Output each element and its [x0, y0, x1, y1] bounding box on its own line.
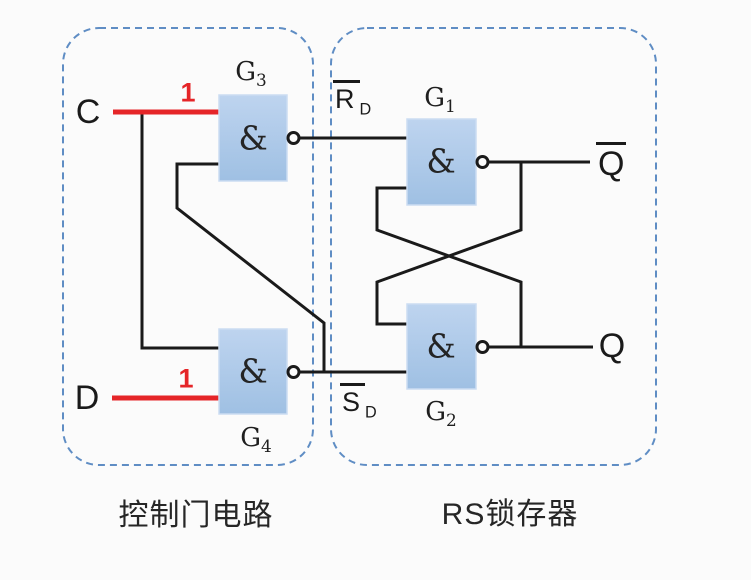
- input-c-value-badge: 1: [180, 77, 196, 108]
- wire-qbar-crosscouple-to-g2-input: [375, 162, 523, 326]
- gate-g1-and-symbol: &: [426, 141, 456, 181]
- signal-sd-bar-sub: D: [365, 403, 377, 422]
- gate-g1-label-base: G: [424, 82, 446, 113]
- gate-g2-label-base: G: [425, 396, 447, 427]
- gate-g2-label-sub: 2: [446, 410, 457, 431]
- gate-g3-label-base: G: [235, 56, 257, 87]
- gate-g3-label: G3: [235, 59, 267, 89]
- output-q-label: Q: [598, 327, 626, 365]
- gate-g3-inversion-bubble: [286, 131, 301, 145]
- wire-c-tap-to-g4-input: [140, 114, 221, 350]
- control-gates-group-outline: [62, 27, 314, 466]
- gate-g2-and-symbol: &: [426, 326, 456, 366]
- signal-rd-bar-sub: D: [359, 100, 372, 119]
- gate-g1-label-sub: 1: [445, 96, 456, 117]
- gate-g4-and-symbol: &: [238, 351, 268, 391]
- gate-g4-body: [218, 328, 288, 415]
- gate-g2-inversion-bubble: [475, 340, 490, 354]
- gate-g4-label-sub: 4: [261, 436, 272, 457]
- caption-rs-latch: RS锁存器: [441, 498, 579, 531]
- output-qbar-label: Q: [596, 142, 627, 181]
- input-c-label: C: [75, 93, 101, 131]
- signal-rd-bar-base: R: [333, 80, 360, 113]
- gate-g3-label-sub: 3: [256, 70, 267, 91]
- gate-g1-inversion-bubble: [475, 155, 490, 169]
- gate-g4-label: G4: [240, 425, 272, 455]
- rs-latch-group-outline: [330, 27, 657, 466]
- gate-g1-label: G1: [424, 85, 456, 115]
- input-d-value-badge: 1: [178, 363, 194, 394]
- wire-sd-feedback-to-g3-input: [175, 162, 326, 372]
- wire-q-crosscouple-to-g1-input: [375, 186, 523, 347]
- gate-g1-body: [406, 118, 477, 206]
- output-qbar-base: Q: [596, 142, 627, 181]
- input-d-label: D: [74, 379, 100, 417]
- gate-g4-label-base: G: [240, 422, 262, 453]
- signal-sd-bar-base: S: [340, 383, 366, 416]
- gate-g4-inversion-bubble: [286, 365, 301, 379]
- gate-g2-label: G2: [425, 399, 457, 429]
- caption-control-gates: 控制门电路: [118, 499, 274, 532]
- gate-g2-body: [406, 303, 477, 390]
- gate-g3-and-symbol: &: [238, 118, 268, 158]
